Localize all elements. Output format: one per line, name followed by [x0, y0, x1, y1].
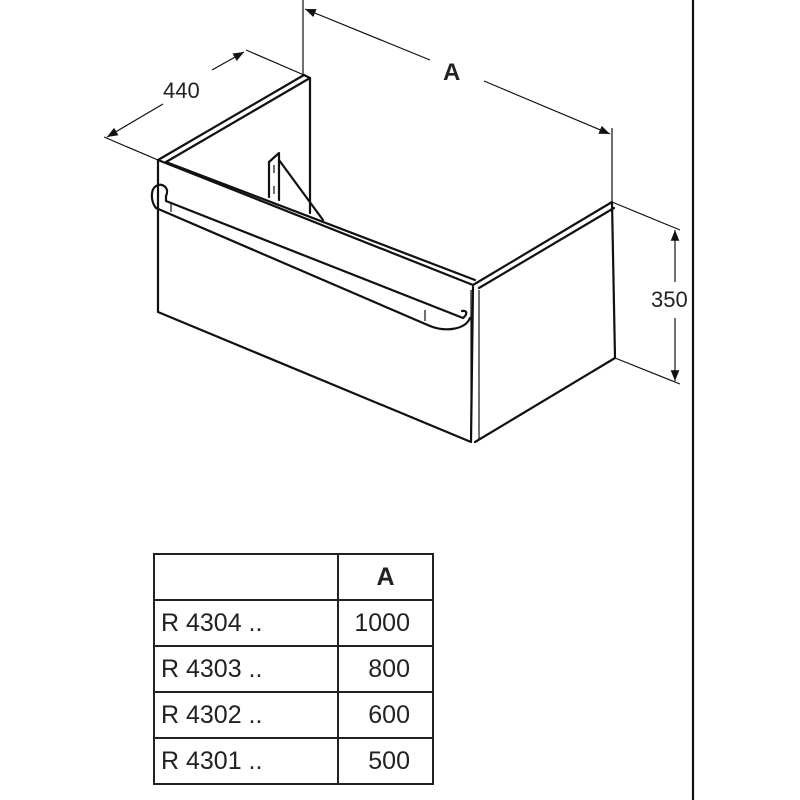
- wall-bracket: [267, 151, 325, 222]
- drawer-handle: [150, 183, 472, 331]
- cabinet-body: [150, 73, 617, 444]
- a-cell: 1000: [337, 599, 434, 647]
- a-cell: 800: [337, 645, 434, 693]
- a-cell: 600: [337, 691, 434, 739]
- table-header-row: A: [153, 553, 434, 601]
- model-cell: R 4302 ..: [153, 691, 339, 739]
- a-cell: 500: [337, 737, 434, 785]
- header-model: [153, 553, 339, 601]
- dimension-depth-label: 440: [163, 78, 200, 103]
- table-row: R 4304 .. 1000: [153, 599, 434, 647]
- dimension-lines: [103, 0, 681, 385]
- model-cell: R 4303 ..: [153, 645, 339, 693]
- dimension-width-label: A: [443, 59, 460, 86]
- table-row: R 4302 .. 600: [153, 691, 434, 739]
- table-row: R 4301 .. 500: [153, 737, 434, 785]
- model-cell: R 4304 ..: [153, 599, 339, 647]
- header-a: A: [337, 553, 434, 601]
- model-cell: R 4301 ..: [153, 737, 339, 785]
- dimension-height-label: 350: [651, 287, 688, 312]
- dimension-table: A R 4304 .. 1000 R 4303 .. 800 R 4302 ..…: [153, 553, 434, 785]
- table-row: R 4303 .. 800: [153, 645, 434, 693]
